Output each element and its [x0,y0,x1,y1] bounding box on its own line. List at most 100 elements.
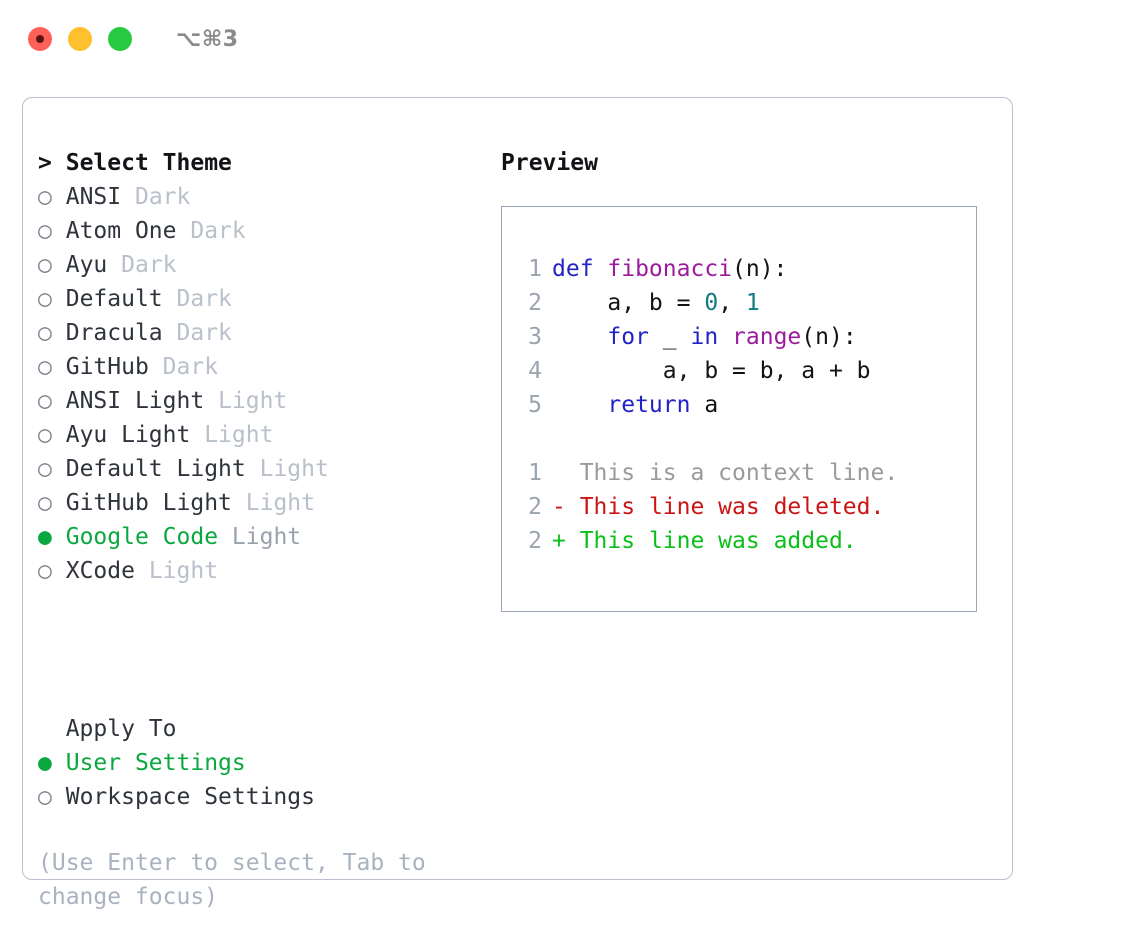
radio-unselected-icon: ○ [38,286,52,312]
theme-option-ayu-light[interactable]: ○ Ayu Light Light [38,418,488,452]
code-token-pl: (n): [732,256,788,282]
diff-marker [552,460,566,486]
code-token-pl [552,392,607,418]
theme-option-dracula[interactable]: ○ Dracula Dark [38,316,488,350]
code-token-pl: (n): [801,324,857,350]
code-token-fn: fibonacci [607,256,733,282]
theme-option-label: Default [65,286,163,312]
apply-to-option-label: Workspace Settings [65,784,315,810]
code-token-pl: _ [648,324,691,350]
theme-option-variant: Light [245,490,315,516]
main-panel: > Select Theme ○ ANSI Dark○ Atom One Dar… [22,97,1013,910]
code-line: 4 a, b = b, a + b [520,354,976,388]
theme-option-label: XCode [65,558,135,584]
radio-unselected-icon: ○ [38,252,52,278]
diff-text: This line was added. [565,528,857,554]
code-line: 5 return a [520,388,976,422]
apply-to-option-user-settings[interactable]: ● User Settings [38,746,488,780]
theme-option-default[interactable]: ○ Default Dark [38,282,488,316]
apply-to-header: Apply To [38,712,488,746]
radio-unselected-icon: ○ [38,490,52,516]
theme-option-variant: Light [218,388,288,414]
diff-text: This is a context line. [565,460,899,486]
theme-option-google-code[interactable]: ● Google Code Light [38,520,488,554]
diff-marker: - [552,494,566,520]
theme-option-label: Dracula [65,320,163,346]
radio-selected-icon: ● [38,524,52,550]
theme-option-label: GitHub [65,354,149,380]
diff-marker: + [552,528,566,554]
theme-option-default-light[interactable]: ○ Default Light Light [38,452,488,486]
close-button[interactable] [28,27,52,51]
radio-unselected-icon: ○ [38,456,52,482]
theme-option-variant: Dark [134,184,191,210]
maximize-button[interactable] [108,27,132,51]
line-number: 4 [528,358,542,384]
code-token-pl: , [718,290,746,316]
keyboard-shortcut-label: ⌥⌘3 [176,26,239,52]
code-token-pl: a [690,392,719,418]
line-number: 1 [528,460,542,486]
spacer [520,422,976,456]
apply-to-header-label: Apply To [65,716,177,742]
apply-to-section: Apply To ● User Settings○ Workspace Sett… [38,712,488,814]
code-token-pl [552,324,607,350]
minimize-button[interactable] [68,27,92,51]
apply-to-option-workspace-settings[interactable]: ○ Workspace Settings [38,780,488,814]
code-token-kw: def [552,256,608,282]
code-token-pl: a, b = [552,290,705,316]
theme-option-label: Ayu Light [65,422,191,448]
code-token-pl: a, b = b, a + b [552,358,871,384]
theme-option-label: ANSI Light [65,388,205,414]
apply-to-option-label: User Settings [65,750,246,776]
diff-line-body: - This line was deleted. [552,494,884,520]
diff-text: This line was deleted. [565,494,885,520]
diff-line-body: This is a context line. [552,460,899,486]
radio-unselected-icon: ○ [38,558,52,584]
theme-list-header: > Select Theme [38,146,488,180]
theme-option-ayu[interactable]: ○ Ayu Dark [38,248,488,282]
code-token-pl [718,324,732,350]
theme-option-variant: Dark [162,354,219,380]
theme-option-atom-one[interactable]: ○ Atom One Dark [38,214,488,248]
diff-line-add: 2+ This line was added. [520,524,976,558]
keyboard-hint: (Use Enter to select, Tab to change focu… [38,850,426,910]
line-number: 2 [528,290,542,316]
code-token-kw: in [690,324,719,350]
theme-option-variant: Dark [176,320,232,346]
theme-option-variant: Light [259,456,329,482]
theme-option-variant: Dark [176,286,232,312]
theme-option-label: Default Light [65,456,246,482]
diff-line-del: 2- This line was deleted. [520,490,976,524]
theme-option-ansi[interactable]: ○ ANSI Dark [38,180,488,214]
radio-unselected-icon: ○ [38,784,52,810]
theme-option-xcode[interactable]: ○ XCode Light [38,554,488,588]
prompt-caret-icon: > [38,150,52,176]
theme-option-github-light[interactable]: ○ GitHub Light Light [38,486,488,520]
radio-unselected-icon: ○ [38,422,52,448]
theme-select-list: > Select Theme ○ ANSI Dark○ Atom One Dar… [38,146,488,588]
title-bar: ⌥⌘3 [0,0,1140,78]
theme-option-ansi-light[interactable]: ○ ANSI Light Light [38,384,488,418]
line-number: 3 [528,324,542,350]
theme-option-github[interactable]: ○ GitHub Dark [38,350,488,384]
line-number: 5 [528,392,542,418]
theme-list-header-label: Select Theme [65,150,232,176]
theme-option-variant: Dark [121,252,177,278]
theme-option-variant: Dark [190,218,246,244]
theme-option-variant: Light [231,524,302,550]
theme-option-label: Google Code [65,524,219,550]
theme-option-label: ANSI [65,184,122,210]
radio-selected-icon: ● [38,750,52,776]
radio-unselected-icon: ○ [38,354,52,380]
line-number: 2 [528,494,542,520]
radio-unselected-icon: ○ [38,184,52,210]
code-line: 2 a, b = 0, 1 [520,286,976,320]
theme-option-variant: Light [204,422,274,448]
code-token-fn: range [732,324,802,350]
theme-items-container: ○ ANSI Dark○ Atom One Dark○ Ayu Dark○ De… [38,180,488,588]
